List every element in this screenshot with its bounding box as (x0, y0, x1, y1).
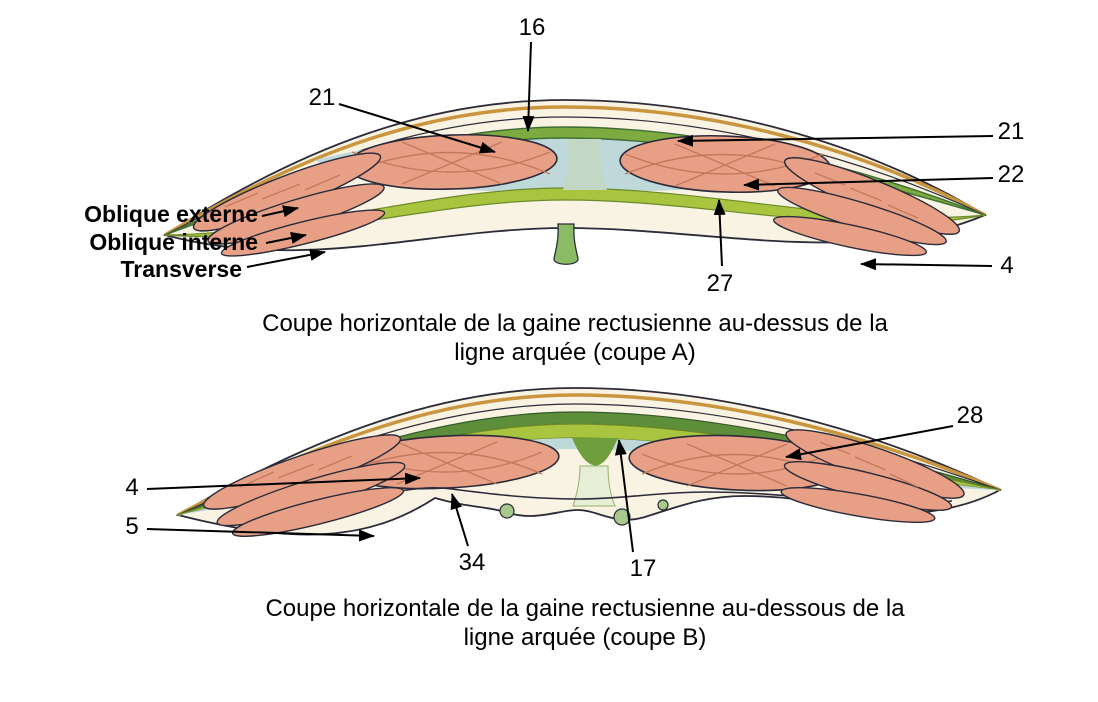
median-stalk-a (553, 223, 579, 265)
lateral-left-a-hatching (224, 174, 341, 208)
arrow-28 (785, 425, 954, 461)
label-oblique-interne: Oblique interne (89, 229, 258, 255)
arrow-4-a (860, 258, 993, 271)
label-17: 17 (630, 555, 657, 582)
caption-a-line2: ligne arquée (coupe A) (454, 339, 696, 366)
label-21-left: 21 (309, 84, 336, 111)
arrow-21-left (338, 103, 496, 154)
linea-alba-a (563, 139, 607, 190)
label-28: 28 (957, 402, 984, 429)
arrow-22 (743, 177, 994, 191)
hatch-line (849, 187, 883, 202)
hatch-line (277, 463, 315, 479)
hatch-line (304, 174, 341, 191)
caption-b-line1: Coupe horizontale de la gaine rectusienn… (265, 595, 905, 622)
hatch-line (854, 456, 887, 471)
arrow-transverse (246, 248, 326, 268)
arrow-4-b (146, 472, 421, 490)
label-4-a: 4 (1000, 252, 1013, 279)
hatch-line (224, 192, 259, 208)
arrow-oblique-interne (265, 232, 307, 244)
arrow-5-b (146, 528, 375, 542)
hatch-line (686, 443, 788, 487)
label-16: 16 (519, 14, 546, 41)
label-oblique-externe: Oblique externe (84, 201, 258, 227)
transverse-muscle-right-a (772, 215, 928, 257)
label-22: 22 (998, 161, 1025, 188)
label-4-b: 4 (125, 474, 138, 501)
arrow-27 (713, 199, 726, 267)
arrow-oblique-externe (261, 205, 299, 218)
peritoneal-knob (657, 499, 669, 511)
label-21-right: 21 (998, 118, 1025, 145)
hatch-line (887, 204, 919, 219)
caption-b-line2: ligne arquée (coupe B) (464, 624, 707, 651)
peritoneal-knob (499, 503, 515, 519)
skin-line-a (164, 105, 986, 237)
diagram-a: 16 21 21 22 27 4 Oblique externe Oblique… (84, 14, 1024, 366)
hatch-line (317, 455, 353, 471)
label-5-b: 5 (125, 513, 138, 540)
diagram-b: 28 4 5 34 17 Coupe horizontale de la gai… (125, 387, 1003, 651)
linea-alba-b (572, 465, 616, 507)
hatch-line (261, 183, 301, 200)
hatch-line (674, 143, 776, 187)
label-34: 34 (459, 549, 486, 576)
linea-alba-pinch-b (572, 438, 618, 466)
peritoneal-knob (613, 508, 631, 526)
hatch-line (889, 473, 919, 488)
arrow-21-right (677, 134, 994, 147)
arrow-16 (522, 41, 535, 132)
caption-a-line1: Coupe horizontale de la gaine rectusienn… (262, 310, 888, 337)
hatch-line (344, 451, 543, 475)
transverse-muscle-right-b (780, 486, 936, 524)
arrow-34 (450, 493, 469, 547)
arrow-17 (614, 439, 634, 553)
label-transverse: Transverse (121, 256, 242, 282)
transverse-muscle-left-b (231, 487, 405, 537)
label-27: 27 (707, 270, 734, 297)
